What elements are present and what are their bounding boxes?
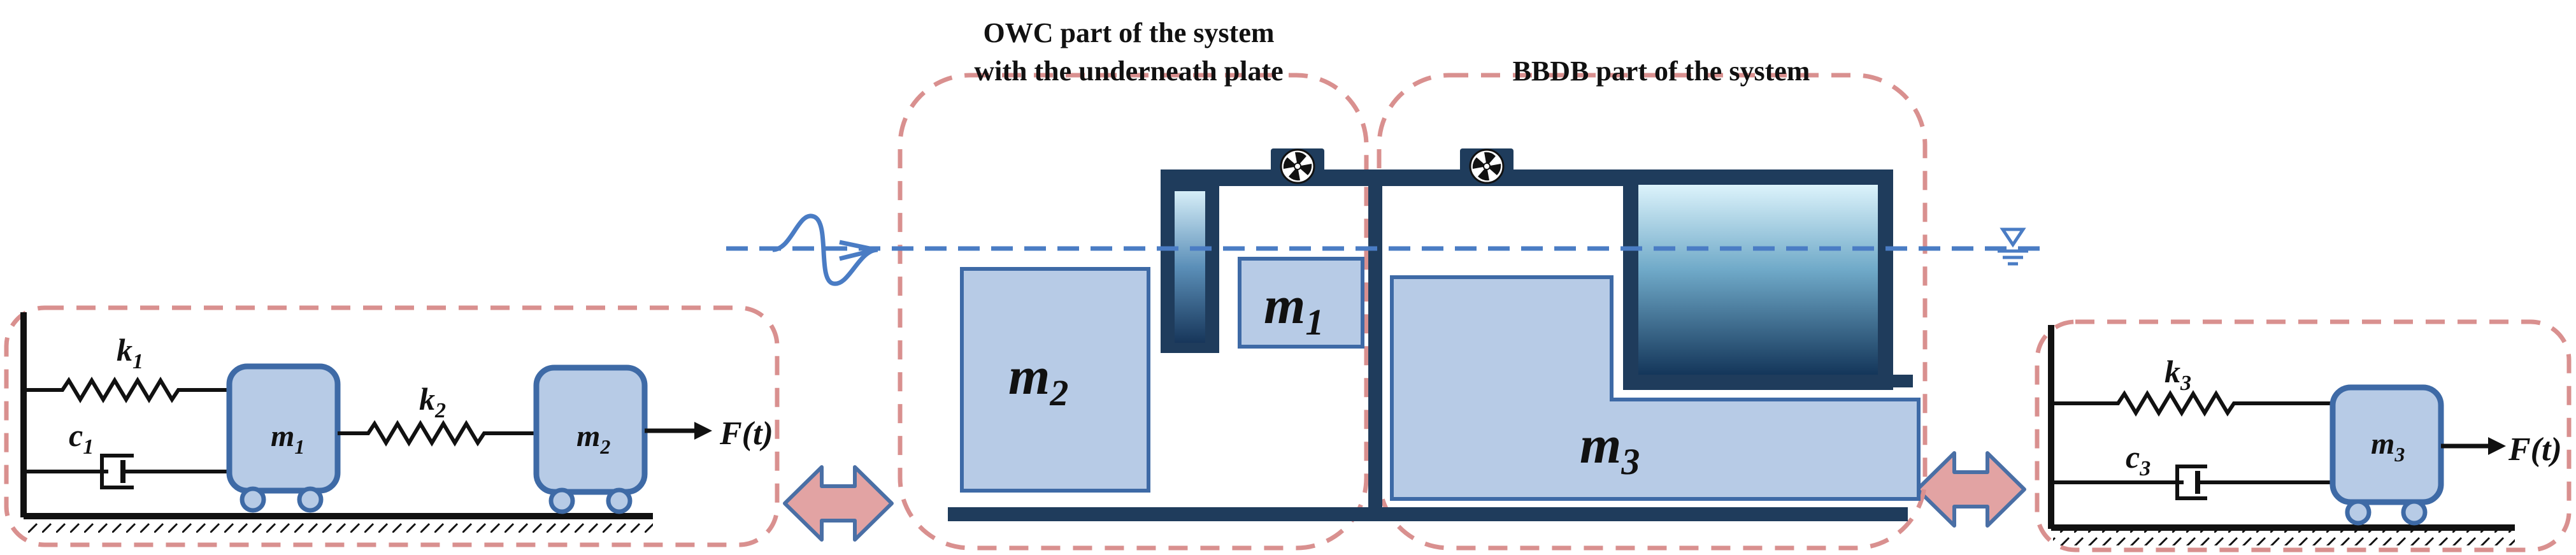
k3-label: k3 [2165, 354, 2191, 395]
c1-label: c1 [69, 417, 94, 459]
force-label-right: F(t) [2508, 431, 2562, 468]
bbdb-water [1638, 185, 1878, 375]
cart-m2-wheel-right [606, 487, 633, 514]
block-m2-label: m2 [1008, 347, 1068, 414]
central-system: OWC part of the system with the undernea… [726, 17, 2051, 551]
owc-title-line2: with the underneath plate [974, 55, 1283, 87]
cart-m1 [226, 363, 341, 494]
block-m2 [960, 267, 1150, 493]
c3-label: c3 [2126, 439, 2150, 480]
cart-m3-wheel-right [2401, 499, 2428, 526]
turbine-icon [1460, 148, 1513, 184]
owc-title-line1: OWC part of the system [983, 17, 1274, 48]
left-model: k1 c1 m1 k2 m2 F(t) [4, 305, 780, 547]
force-label-left: F(t) [719, 415, 773, 452]
owc-dashed-box [898, 73, 1369, 551]
cart-m1-wheel-left [240, 486, 266, 513]
water-level-icon [1998, 227, 2028, 266]
damper-c3-cylinder [2175, 465, 2207, 500]
left-dashed-box [4, 305, 780, 547]
block-m3-label: m3 [1580, 415, 1640, 482]
double-arrow-right [1915, 451, 2026, 528]
owc-water-column [1175, 191, 1205, 343]
seabed-plate [948, 507, 1908, 521]
force-arrow-right-head [2488, 437, 2506, 455]
right-dashed-box [2035, 319, 2572, 552]
cart-m2-wheel-left [548, 487, 575, 514]
block-m1-label: m1 [1264, 276, 1324, 343]
block-m1 [1238, 257, 1364, 349]
k2-label: k2 [419, 381, 446, 422]
bbdb-chamber-lip [1623, 375, 1913, 387]
spring-k1 [24, 377, 229, 403]
cart-m3-wheel-left [2345, 499, 2372, 526]
central-divider [1368, 169, 1382, 519]
block-m3 [1390, 275, 1921, 501]
cart-m1-wheel-right [297, 486, 324, 513]
k1-label: k1 [117, 332, 143, 373]
right-model: k3 c3 m3 F(t) [2035, 319, 2572, 552]
double-arrow-left [783, 465, 894, 542]
left-ground-hatch [25, 519, 653, 534]
bbdb-title: BBDB part of the system [1513, 55, 1810, 87]
wave-icon [772, 213, 878, 286]
right-ground-hatch [2053, 530, 2515, 545]
spring-k3 [2051, 390, 2333, 417]
damper-c1-cylinder [100, 454, 134, 489]
cart-m3-label: m3 [2371, 427, 2405, 466]
cart-m1-label: m1 [271, 419, 304, 458]
force-arrow-left-head [694, 422, 712, 440]
turbine-icon [1271, 148, 1324, 184]
spring-k2 [338, 420, 536, 447]
cart-m2-label: m2 [576, 419, 610, 458]
